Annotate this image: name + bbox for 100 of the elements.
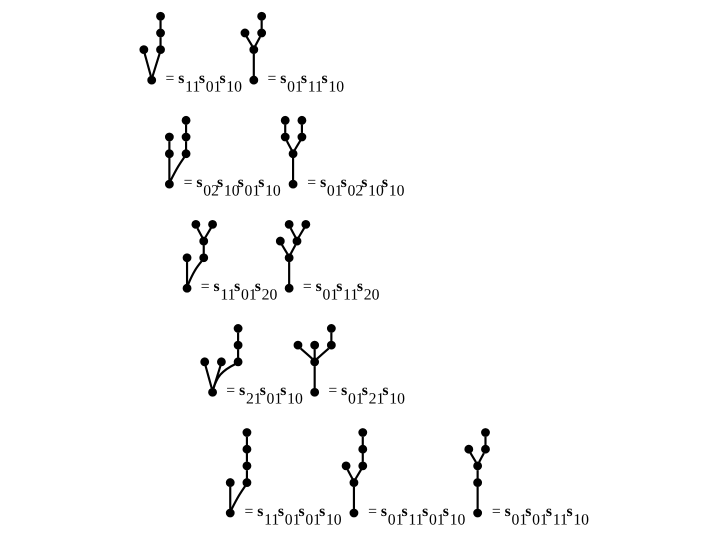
connector (330, 332, 332, 342)
node-circle (233, 340, 242, 350)
connector (346, 469, 353, 480)
connector (143, 53, 152, 76)
connector (245, 470, 248, 478)
connector (202, 245, 204, 254)
node-circle (292, 236, 301, 246)
connector (186, 260, 202, 285)
node-circle (164, 149, 174, 158)
connector (476, 470, 478, 478)
connector (204, 227, 212, 238)
node-circle (288, 180, 297, 189)
connector (352, 486, 355, 509)
node-circle (358, 428, 367, 437)
node-circle (472, 461, 482, 470)
connector (254, 36, 260, 46)
connector (230, 486, 246, 510)
node-circle (326, 324, 336, 333)
node-circle (198, 236, 208, 246)
node-circle (225, 478, 234, 487)
node-circle (181, 116, 190, 125)
connector (289, 244, 296, 254)
node-circle (248, 45, 258, 54)
connector (228, 486, 231, 509)
connector (476, 486, 478, 509)
connector (169, 156, 185, 181)
node-circle (198, 253, 208, 262)
connector (158, 37, 162, 46)
node-circle (310, 340, 319, 350)
connector (313, 366, 316, 388)
connector (289, 228, 296, 238)
connector (300, 124, 302, 133)
node-circle (225, 508, 234, 518)
connector (361, 436, 364, 446)
node-circle (242, 428, 251, 437)
connector (158, 20, 162, 29)
node-circle (156, 28, 164, 38)
connector (478, 452, 484, 463)
connector (288, 262, 290, 284)
connector (468, 452, 476, 463)
connector (280, 244, 288, 254)
node-circle (293, 340, 302, 350)
connector (292, 158, 294, 180)
node-circle (349, 508, 358, 518)
node-circle (200, 357, 209, 366)
node-circle (181, 149, 190, 158)
node-circle (300, 220, 310, 229)
connector (285, 140, 292, 150)
node-circle (472, 508, 482, 518)
node-circle (284, 284, 294, 293)
node-circle (358, 461, 367, 470)
connector (300, 348, 312, 360)
node-circle (349, 478, 358, 487)
connector (204, 365, 212, 389)
connector (252, 54, 254, 76)
node-circle (138, 45, 148, 54)
node-circle (248, 76, 258, 84)
connector (354, 468, 362, 480)
node-circle (146, 76, 156, 84)
node-circle (480, 428, 490, 437)
node-circle (233, 357, 242, 366)
connector (212, 363, 235, 389)
node-circle (297, 116, 306, 125)
node-circle (464, 444, 473, 454)
connector (184, 124, 187, 133)
node-circle (280, 132, 290, 142)
connector (185, 262, 188, 284)
node-circle (190, 220, 200, 229)
node-circle (480, 444, 490, 454)
node-circle (358, 444, 367, 454)
node-circle (216, 357, 226, 366)
connector (196, 228, 203, 238)
node-circle (280, 116, 290, 125)
connector (236, 332, 239, 342)
connector (260, 20, 262, 29)
node-circle (182, 253, 191, 262)
node-circle (164, 132, 174, 142)
node-circle (288, 149, 297, 158)
node-circle (156, 12, 164, 21)
node-circle (326, 340, 336, 350)
node-circle (310, 357, 319, 366)
connector (316, 348, 329, 360)
node-circle (256, 12, 266, 21)
node-circle (256, 28, 266, 38)
node-circle (156, 45, 164, 54)
node-circle (208, 388, 216, 397)
node-circle (472, 478, 482, 487)
node-circle (240, 28, 249, 38)
node-circle (242, 461, 251, 470)
node-circle (310, 388, 319, 397)
node-circle (284, 253, 294, 262)
node-circle (182, 284, 191, 293)
connector (151, 53, 160, 76)
node-circle (164, 180, 174, 189)
node-circle (242, 478, 251, 487)
node-circle (233, 324, 242, 333)
node-circle (242, 444, 251, 454)
connector (297, 227, 305, 238)
node-circle (284, 220, 294, 229)
connector (168, 158, 170, 180)
